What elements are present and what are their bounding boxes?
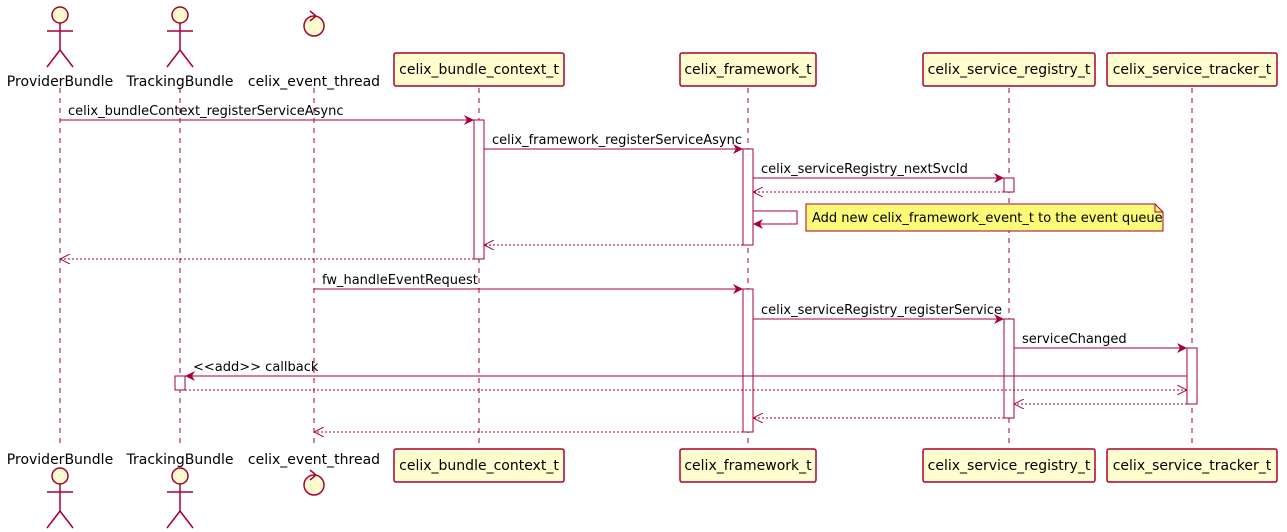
participant-bundle_ctx-top: celix_bundle_context_t bbox=[393, 52, 565, 87]
activation-framework-1 bbox=[742, 148, 754, 246]
activation-framework-3 bbox=[742, 288, 754, 433]
participant-framework-top: celix_framework_t bbox=[679, 52, 817, 87]
activation-bars bbox=[174, 119, 1198, 433]
participant-registry-bottom: celix_service_registry_t bbox=[922, 448, 1096, 483]
participants: ProviderBundleProviderBundleTrackingBund… bbox=[7, 6, 1278, 529]
activation-bundle_ctx-0 bbox=[473, 119, 485, 260]
notes: Add new celix_framework_event_t to the e… bbox=[805, 203, 1164, 232]
message-label-9: serviceChanged bbox=[1022, 332, 1127, 347]
note-0: Add new celix_framework_event_t to the e… bbox=[805, 203, 1164, 232]
participant-tracker-bottom: celix_service_tracker_t bbox=[1106, 448, 1278, 483]
message-label-0: celix_bundleContext_registerServiceAsync bbox=[68, 104, 344, 119]
participant-tracking-top: TrackingBundle bbox=[125, 6, 234, 90]
participant-tracker-top: celix_service_tracker_t bbox=[1106, 52, 1278, 87]
participant-label-bundle_ctx: celix_bundle_context_t bbox=[399, 62, 559, 78]
participant-provider-top: ProviderBundle bbox=[7, 6, 113, 90]
message-label-10: <<add>> callback bbox=[193, 360, 319, 375]
message-label-7: fw_handleEventRequest bbox=[322, 273, 478, 288]
participant-event_thread-top: celix_event_thread bbox=[248, 10, 380, 90]
activation-registry-4 bbox=[1003, 318, 1015, 419]
activation-tracking-6 bbox=[174, 375, 186, 391]
participant-label-tracker: celix_service_tracker_t bbox=[1113, 62, 1272, 78]
activation-registry-2 bbox=[1003, 177, 1015, 193]
participant-label-provider: ProviderBundle bbox=[7, 452, 113, 468]
messages: celix_bundleContext_registerServiceAsync… bbox=[60, 104, 1187, 432]
participant-label-tracking: TrackingBundle bbox=[125, 74, 233, 90]
message-arrow-4 bbox=[753, 210, 798, 229]
participant-label-registry: celix_service_registry_t bbox=[928, 62, 1091, 78]
participant-event_thread-bottom: celix_event_thread bbox=[248, 452, 380, 496]
message-label-8: celix_serviceRegistry_registerService bbox=[761, 303, 1002, 318]
participant-tracking-bottom: TrackingBundle bbox=[125, 452, 234, 529]
participant-label-provider: ProviderBundle bbox=[7, 74, 113, 90]
activation-tracker-5 bbox=[1186, 347, 1198, 405]
participant-label-event_thread: celix_event_thread bbox=[248, 74, 380, 90]
participant-label-framework: celix_framework_t bbox=[684, 458, 812, 474]
participant-framework-bottom: celix_framework_t bbox=[679, 448, 817, 483]
participant-label-tracking: TrackingBundle bbox=[125, 452, 233, 468]
message-label-2: celix_serviceRegistry_nextSvcId bbox=[761, 162, 968, 177]
participant-label-registry: celix_service_registry_t bbox=[928, 458, 1091, 474]
note-text-0: Add new celix_framework_event_t to the e… bbox=[812, 211, 1163, 226]
participant-label-tracker: celix_service_tracker_t bbox=[1113, 458, 1272, 474]
participant-provider-bottom: ProviderBundle bbox=[7, 452, 113, 529]
participant-label-framework: celix_framework_t bbox=[684, 62, 812, 78]
participant-registry-top: celix_service_registry_t bbox=[922, 52, 1096, 87]
participant-bundle_ctx-bottom: celix_bundle_context_t bbox=[393, 448, 565, 483]
participant-label-event_thread: celix_event_thread bbox=[248, 452, 380, 468]
message-label-1: celix_framework_registerServiceAsync bbox=[492, 133, 742, 148]
participant-label-bundle_ctx: celix_bundle_context_t bbox=[399, 458, 559, 474]
